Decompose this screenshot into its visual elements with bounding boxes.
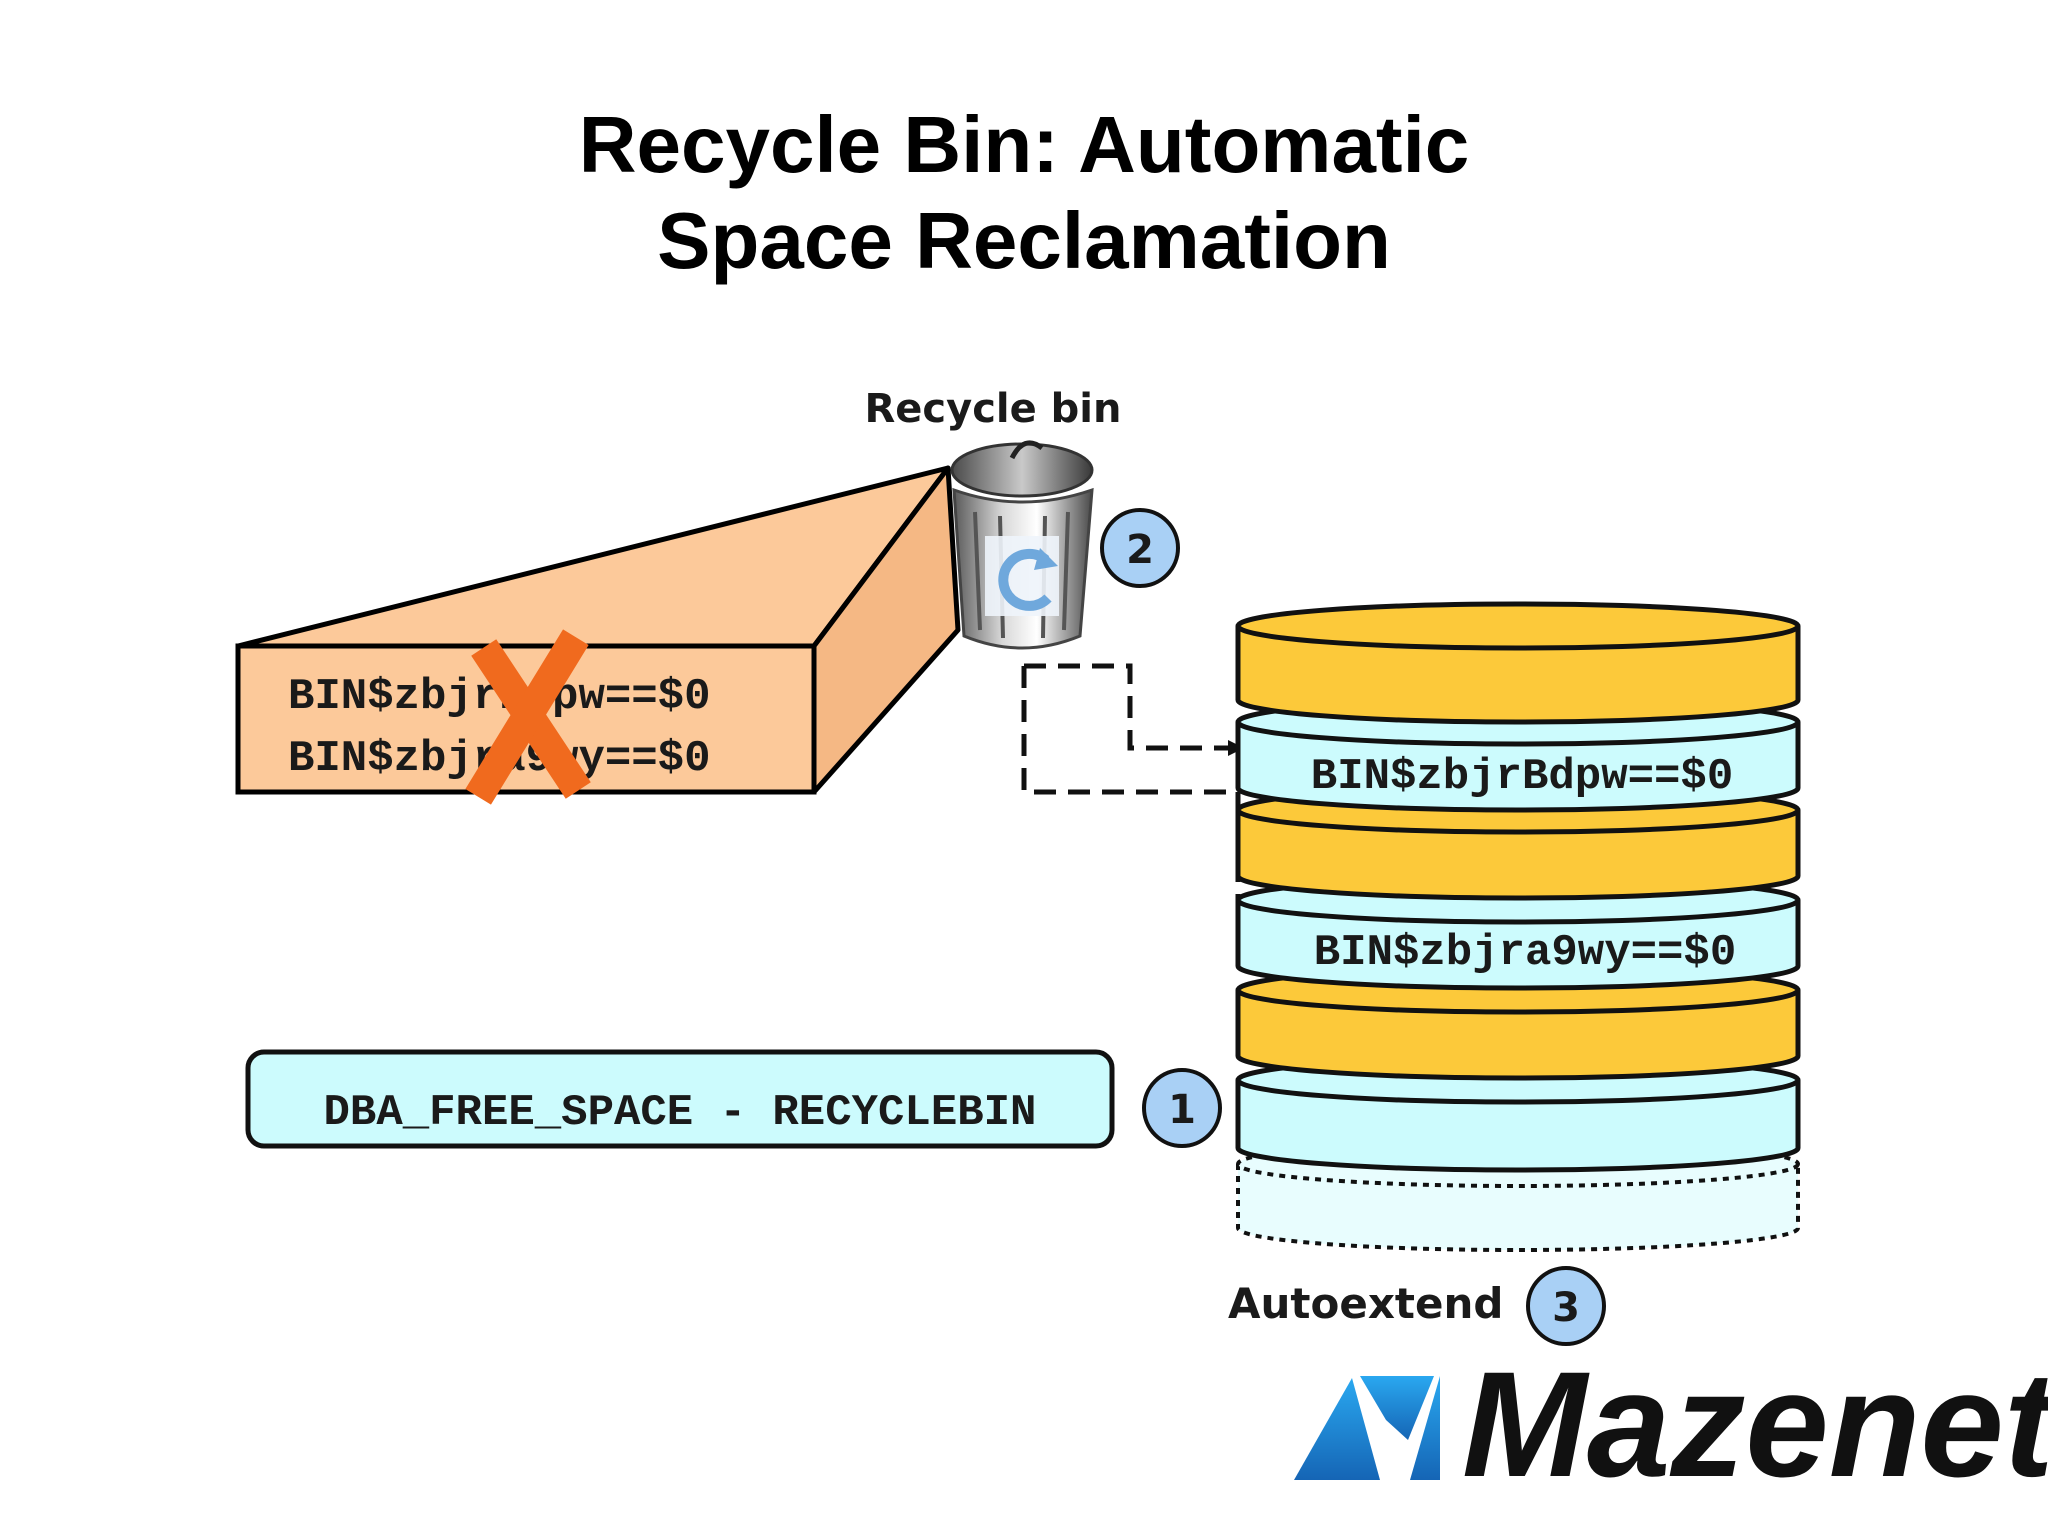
step-badge-2: 2 [1100, 508, 1180, 588]
step-badge-1: 1 [1142, 1068, 1222, 1148]
recycle-bin-label: Recycle bin [864, 386, 1121, 432]
step-badge-3: 3 [1526, 1266, 1606, 1346]
mazenet-logo-mark [1294, 1376, 1440, 1480]
mazenet-logo-text-part2: net [1829, 1340, 2048, 1508]
tablespace-segment-1-label: BIN$zbjrBdpw==$0 [1311, 752, 1733, 802]
title-line-1: Recycle Bin: Automatic [579, 100, 1470, 189]
free-space-query-box: DBA_FREE_SPACE - RECYCLEBIN [245, 1049, 1115, 1149]
tablespace-segment-2-label: BIN$zbjra9wy==$0 [1314, 928, 1736, 978]
step-badge-3-text: 3 [1552, 1285, 1580, 1331]
mazenet-logo: Mazenet [1294, 1340, 2048, 1508]
step-badge-2-text: 2 [1126, 527, 1154, 573]
trash-can-recycle-icon [950, 440, 1094, 650]
free-space-query-text: DBA_FREE_SPACE - RECYCLEBIN [324, 1088, 1037, 1138]
delete-x-icon [465, 629, 591, 805]
mazenet-logo-text-part1: Maze [1462, 1340, 1829, 1508]
dashed-connector [1021, 663, 1241, 906]
title-line-2: Space Reclamation [657, 196, 1391, 285]
step-badge-1-text: 1 [1168, 1087, 1196, 1133]
tablespace-cylinder: BIN$zbjrBdpw==$0 BIN$zbjra9wy==$0 [1235, 601, 1801, 1252]
autoextend-label: Autoextend [1228, 1279, 1503, 1328]
dropped-table-box: BIN$zbjrBdpw==$0 BIN$zbjra9wy==$0 [235, 465, 961, 805]
mazenet-logo-text: Mazenet [1462, 1340, 2048, 1508]
